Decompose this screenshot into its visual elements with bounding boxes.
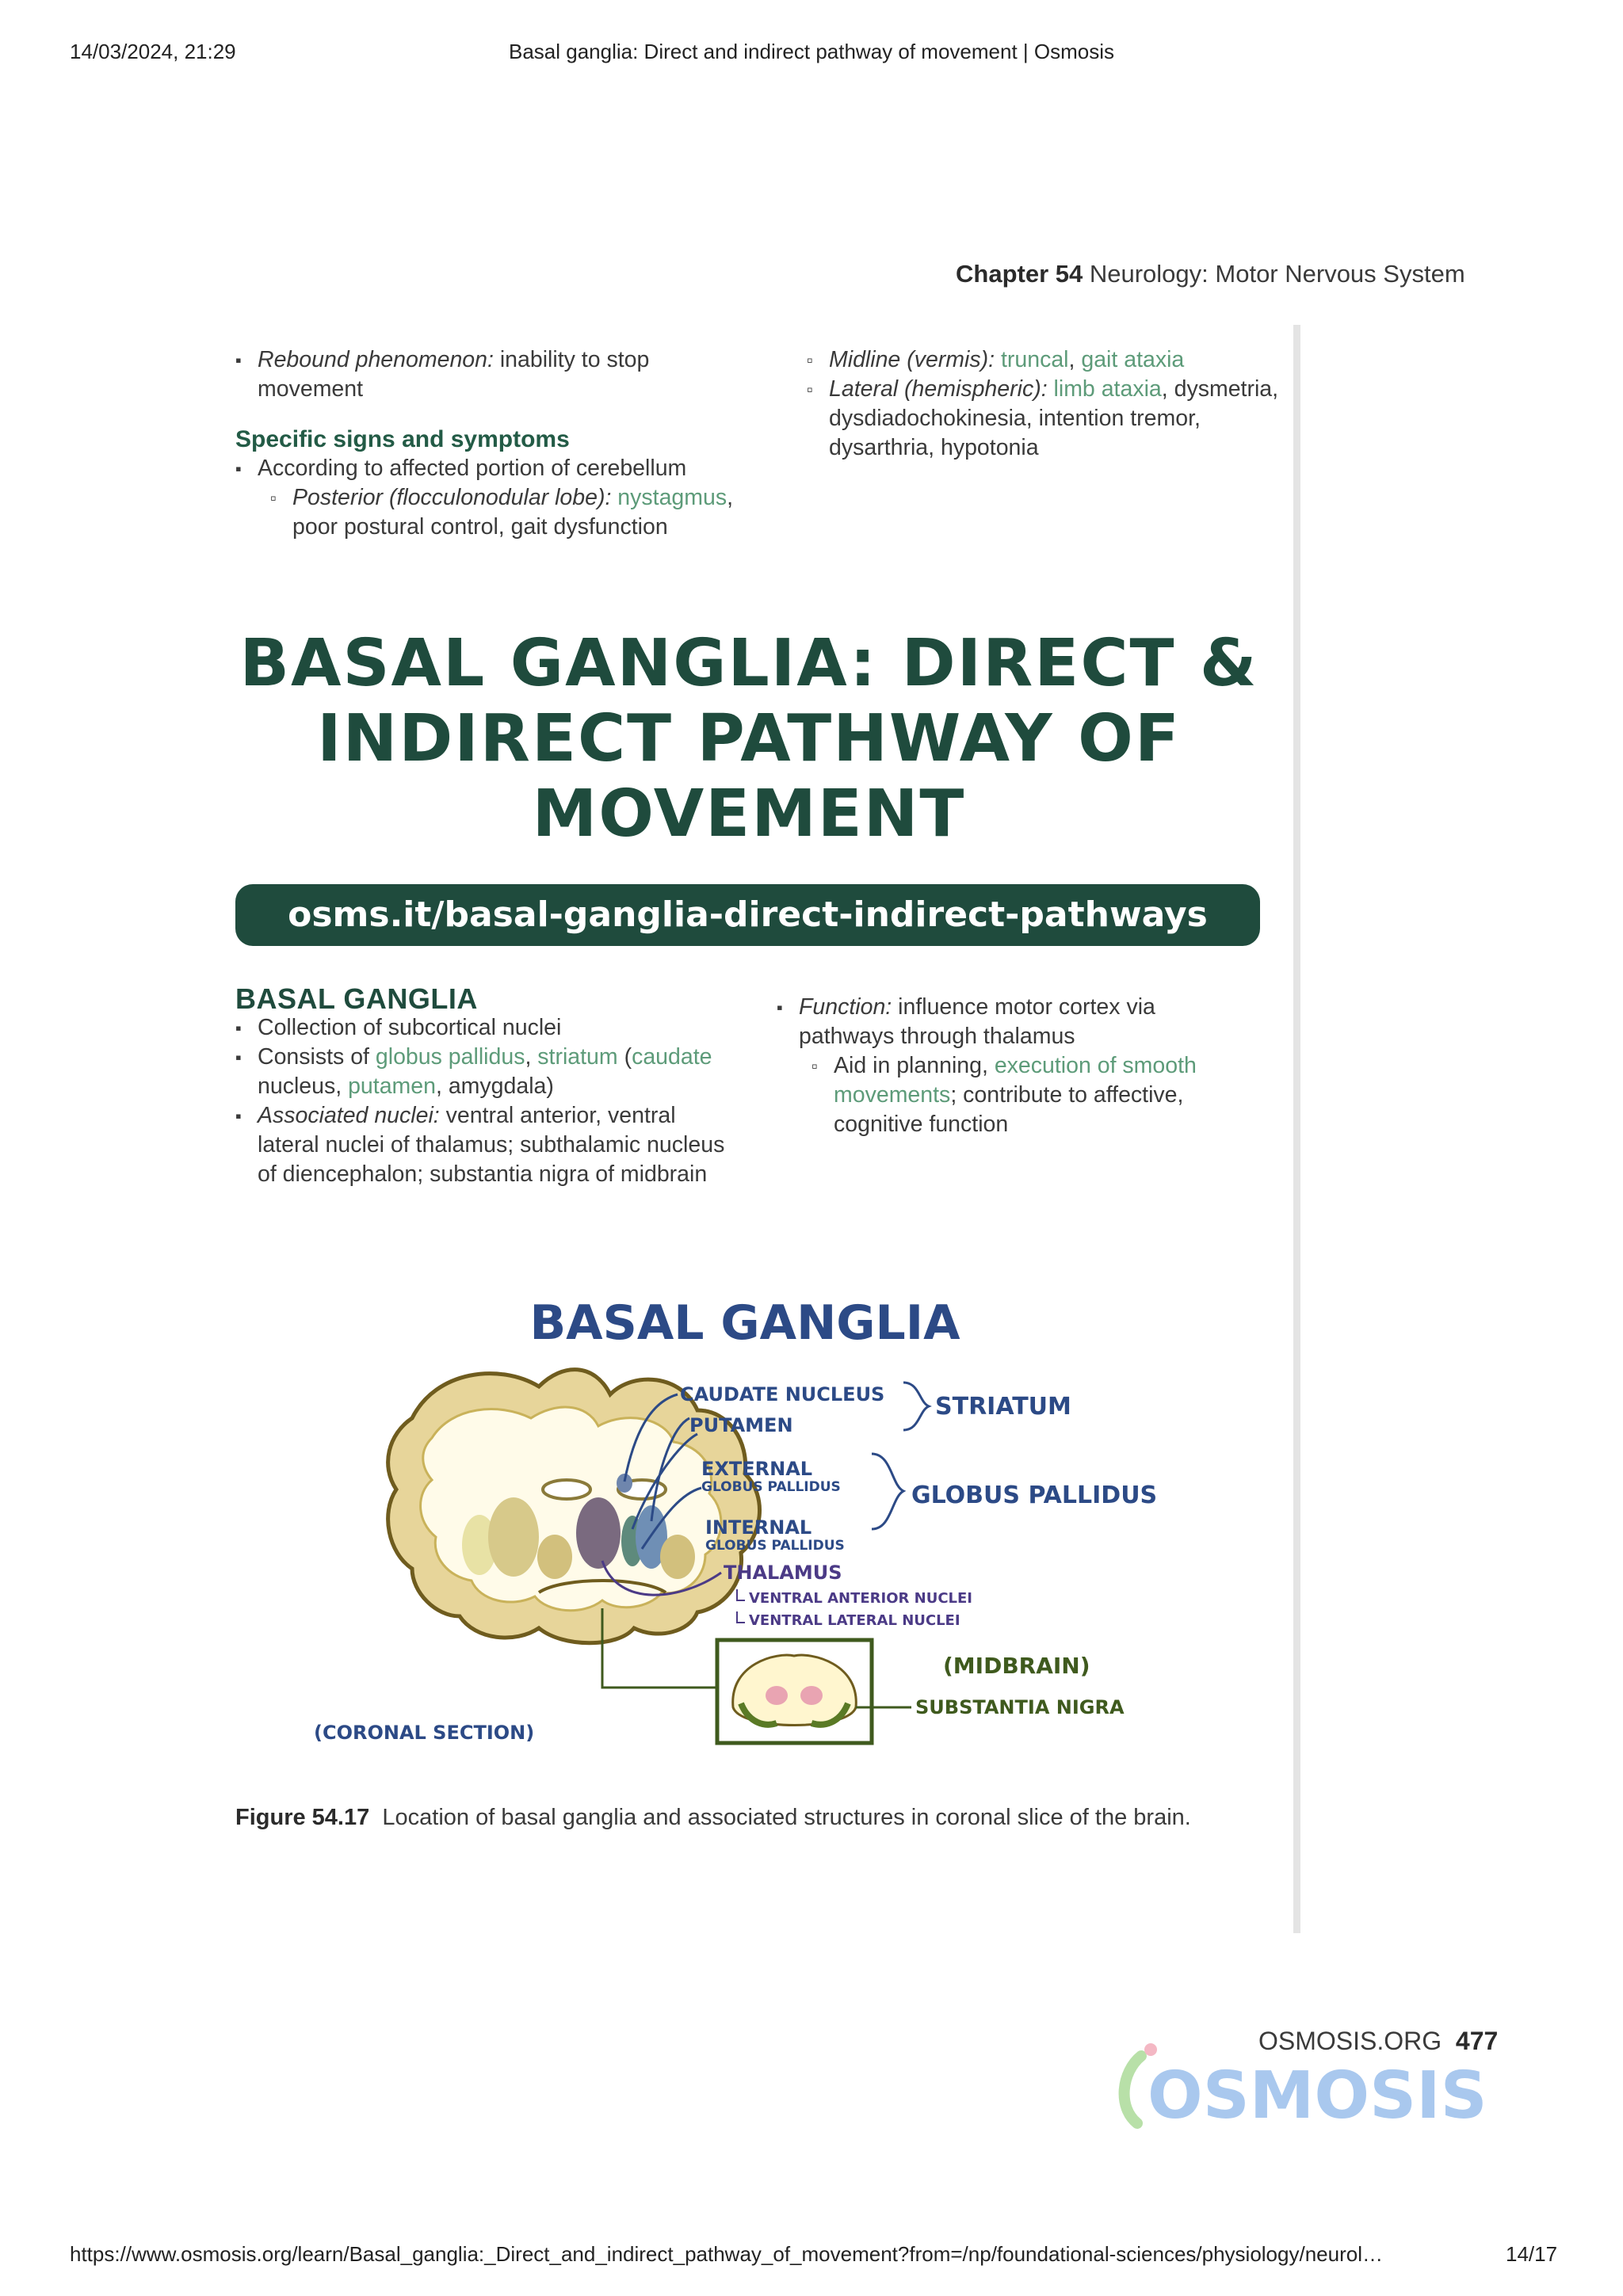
list-item: Associated nuclei: ventral anterior, ven… <box>235 1101 727 1189</box>
link-text[interactable]: putamen <box>348 1074 436 1099</box>
basal-ganglia-figure: BASAL GANGLIA CAUDATE NUCLEUS PUTAMEN ST… <box>314 1295 1157 1745</box>
link-text[interactable]: limb ataxia <box>1053 376 1162 402</box>
link-text[interactable]: caudate <box>632 1044 712 1070</box>
print-page-count: 14/17 <box>1506 2242 1558 2266</box>
label-internal-sub: GLOBUS PALLIDUS <box>705 1538 845 1554</box>
list-item: Aid in planning, execution of smooth mov… <box>812 1051 1252 1139</box>
svg-text:OSMOSIS.org: OSMOSIS.org <box>1148 2058 1490 2134</box>
label-striatum: STRIATUM <box>935 1393 1071 1421</box>
label-external-sub: GLOBUS PALLIDUS <box>701 1479 841 1495</box>
link-text[interactable]: striatum <box>537 1044 618 1070</box>
label-external: EXTERNAL <box>701 1458 812 1480</box>
osmosis-logo-icon: OSMOSIS.org <box>1118 2043 1490 2134</box>
label-internal: INTERNAL <box>705 1516 812 1539</box>
list-item: Midline (vermis): truncal, gait ataxia <box>807 345 1282 375</box>
label-ventral-anterior: VENTRAL ANTERIOR NUCLEI <box>749 1590 972 1607</box>
list-item: According to affected portion of cerebel… <box>235 454 743 483</box>
brain-illustration-icon <box>386 1367 762 1646</box>
top-left-column: Rebound phenomenon: inability to stop mo… <box>235 345 743 542</box>
figure-caption: Figure 54.17 Location of basal ganglia a… <box>235 1805 1191 1830</box>
section-heading: Specific signs and symptoms <box>235 426 570 452</box>
label-putamen: PUTAMEN <box>689 1414 793 1436</box>
print-datetime: 14/03/2024, 21:29 <box>70 40 236 63</box>
figure-title: BASAL GANGLIA <box>529 1295 960 1351</box>
label-caudate-nucleus: CAUDATE NUCLEUS <box>680 1383 884 1405</box>
label-globus-pallidus: GLOBUS PALLIDUS <box>911 1482 1157 1509</box>
list-item: Collection of subcortical nuclei <box>235 1013 727 1043</box>
chapter-title: Neurology: Motor Nervous System <box>1089 260 1465 288</box>
page-url: https://www.osmosis.org/learn/Basal_gang… <box>70 2242 1383 2266</box>
section-heading: BASAL GANGLIA <box>235 982 478 1015</box>
label-midbrain: (MIDBRAIN) <box>943 1653 1090 1679</box>
label-thalamus: THALAMUS <box>724 1562 842 1584</box>
sidebar-rule <box>1293 325 1300 1933</box>
link-text[interactable]: gait ataxia <box>1081 347 1185 372</box>
label-substantia-nigra: SUBSTANTIA NIGRA <box>915 1696 1125 1718</box>
label-ventral-lateral: VENTRAL LATERAL NUCLEI <box>749 1612 960 1629</box>
list-item: Function: influence motor cortex via pat… <box>777 993 1252 1051</box>
list-item: Rebound phenomenon: inability to stop mo… <box>235 345 743 404</box>
basal-right-column: Function: influence motor cortex via pat… <box>777 993 1252 1139</box>
link-text[interactable]: nystagmus <box>617 485 727 510</box>
link-text[interactable]: truncal <box>1000 347 1069 372</box>
link-text[interactable]: execution of smooth movements <box>834 1053 1197 1108</box>
link-text[interactable]: globus pallidus <box>375 1044 525 1070</box>
section-link[interactable]: osms.it/basal-ganglia-direct-indirect-pa… <box>235 884 1260 946</box>
page-number: OSMOSIS.ORG 477 <box>1258 2027 1499 2055</box>
chapter-header: Chapter 54 Neurology: Motor Nervous Syst… <box>956 260 1465 288</box>
section-title: BASAL GANGLIA: DIRECT & INDIRECT PATHWAY… <box>239 626 1258 852</box>
midbrain-icon <box>731 1653 857 1728</box>
tab-title: Basal ganglia: Direct and indirect pathw… <box>509 40 1114 63</box>
chapter-label: Chapter 54 <box>956 260 1083 288</box>
list-item: Posterior (flocculonodular lobe): nystag… <box>270 483 743 542</box>
list-item: Consists of globus pallidus, striatum (c… <box>235 1043 727 1101</box>
list-item: Lateral (hemispheric): limb ataxia, dysm… <box>807 375 1282 463</box>
top-right-column: Midline (vermis): truncal, gait ataxia L… <box>807 345 1282 463</box>
basal-left-column: BASAL GANGLIA Collection of subcortical … <box>235 984 727 1189</box>
label-coronal-section: (CORONAL SECTION) <box>314 1722 534 1744</box>
